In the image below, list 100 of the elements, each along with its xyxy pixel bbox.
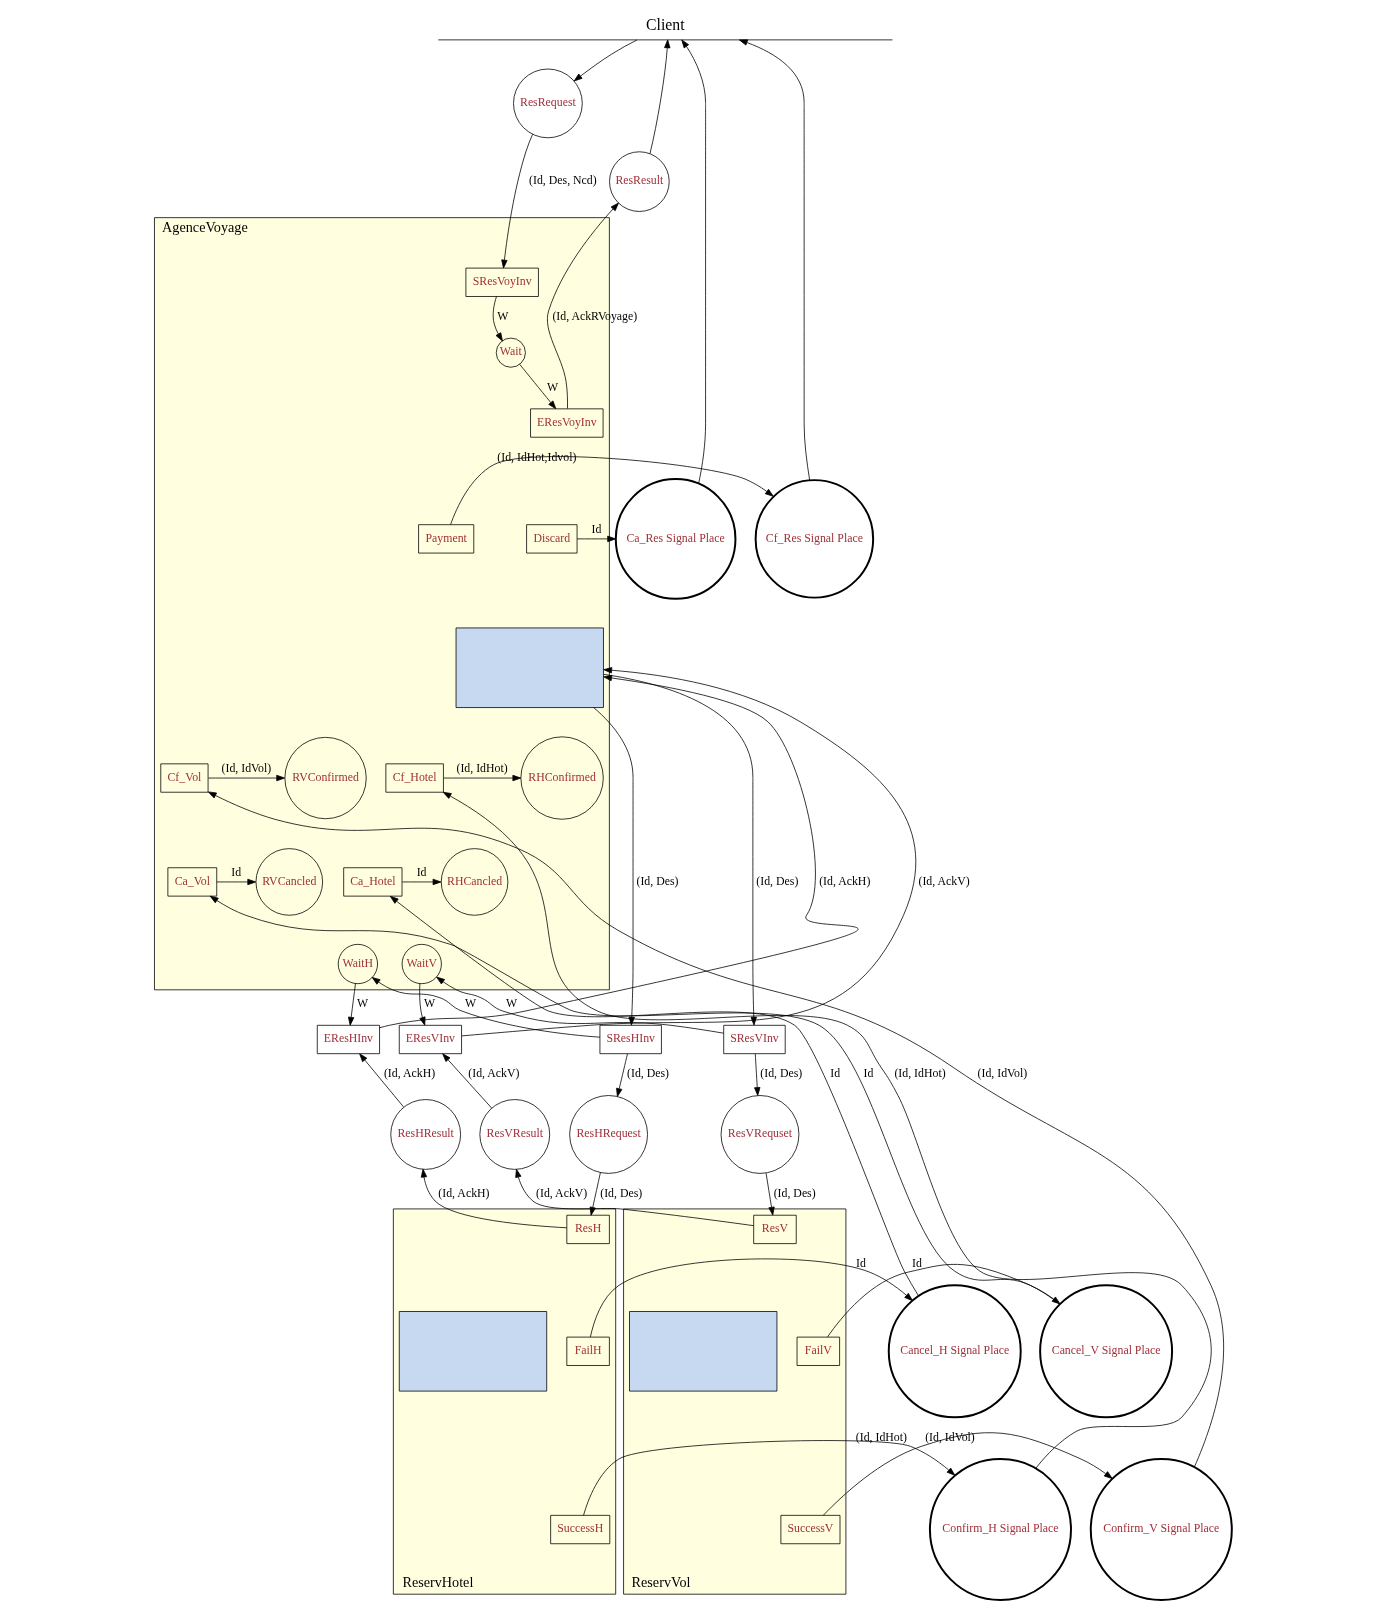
arrow	[649, 39, 671, 155]
node-circle: ResVResult	[479, 1099, 551, 1170]
node-box: Payment	[418, 524, 475, 554]
edge-label: (Id, Des)	[600, 1186, 643, 1201]
node-box: FailV	[796, 1336, 840, 1366]
edge-label: (Id, IdVol)	[925, 1429, 975, 1444]
node-circle: Cancel_V Signal Place	[1039, 1284, 1174, 1419]
arrow	[442, 1053, 493, 1109]
arrow	[492, 296, 503, 342]
arrow	[616, 1053, 628, 1097]
edge-label: Id	[231, 864, 242, 879]
arrow	[348, 983, 356, 1026]
edge-label: (Id, IdHot)	[855, 1429, 907, 1444]
edge-label: (Id, IdHot)	[456, 760, 508, 775]
edge-label: W	[465, 996, 477, 1011]
arrow	[827, 1264, 1061, 1338]
arrow	[589, 1172, 601, 1216]
arrow	[442, 791, 1212, 1469]
edge-label: (Id, AckH)	[819, 873, 871, 888]
arrow	[371, 977, 601, 1038]
arrow	[590, 1258, 913, 1338]
edge-label: (Id, AckV)	[468, 1066, 520, 1081]
edge-label: (Id, Des)	[773, 1186, 816, 1201]
arrow	[420, 1168, 568, 1229]
node-box: Cf_Vol	[160, 763, 209, 793]
node-box: SResHInv	[599, 1024, 662, 1055]
edge-label: (Id, Des)	[756, 873, 799, 888]
node-circle: Wait	[495, 337, 526, 368]
arrow	[207, 791, 1225, 1468]
edge-label: (Id, AckV)	[536, 1186, 588, 1201]
arrow	[739, 39, 811, 481]
arrow	[359, 1053, 404, 1108]
arrow	[576, 535, 616, 543]
node-box: SuccessV	[780, 1514, 841, 1545]
node-box: ResV	[753, 1214, 797, 1244]
edge-label: (Id, Des)	[760, 1066, 803, 1081]
arrow	[583, 1440, 956, 1516]
node-box: Ca_Vol	[167, 867, 218, 897]
edge-label: W	[506, 996, 518, 1011]
arrow	[209, 895, 1061, 1305]
node-circle: RHCancled	[440, 848, 509, 916]
edge-label: (Id, AckV)	[918, 873, 970, 888]
arrow	[216, 878, 257, 886]
node-circle: RVCancled	[255, 848, 323, 916]
edge-label: Id	[591, 521, 602, 536]
node-box: ResH	[566, 1214, 610, 1244]
edge-label: (Id, IdVol)	[977, 1066, 1028, 1081]
edge-label: (Id, IdVol)	[221, 760, 272, 775]
edge-label: W	[547, 379, 559, 394]
node-box: SResVInv	[723, 1024, 786, 1055]
arrow	[765, 1172, 775, 1216]
node-circle: WaitH	[337, 943, 378, 985]
node-box: SResVoyInv	[465, 267, 539, 297]
edge-label: (Id, Des)	[636, 873, 679, 888]
node-circle: WaitV	[401, 943, 442, 985]
edge-label: (Id, IdHot)	[894, 1066, 946, 1081]
node-circle: ResVRequset	[720, 1095, 800, 1174]
edge-label: W	[424, 996, 436, 1011]
edge-label: Id	[416, 864, 427, 879]
arrow	[501, 133, 533, 269]
arrow	[389, 895, 920, 1297]
edge-label: W	[357, 996, 369, 1011]
node-circle: RHConfirmed	[520, 736, 604, 820]
node-box	[455, 627, 604, 708]
node-box: Discard	[526, 524, 578, 554]
edge-label: Id	[911, 1256, 922, 1271]
node-circle: ResHRequest	[569, 1095, 648, 1174]
arrow	[519, 363, 557, 410]
node-circle: RVConfirmed	[284, 736, 367, 820]
node-box: Cf_Hotel	[385, 763, 444, 793]
edge-label: W	[497, 309, 509, 324]
arrow	[754, 1053, 761, 1096]
node-box	[398, 1311, 548, 1392]
node-box: EResHInv	[316, 1024, 380, 1055]
edge-label: (Id, AckH)	[383, 1066, 436, 1081]
edge-label: (Id, Des, Ncd)	[529, 173, 597, 188]
node-circle: Cancel_H Signal Place	[887, 1284, 1022, 1419]
node-box	[629, 1311, 778, 1392]
node-circle: Confirm_V Signal Place	[1089, 1458, 1233, 1602]
node-circle: Ca_Res Signal Place	[614, 478, 737, 600]
arrow	[419, 983, 426, 1026]
arrow	[461, 667, 916, 1037]
node-box: EResVInv	[398, 1024, 462, 1055]
node-box: EResVoyInv	[530, 408, 604, 438]
edge-label: Id	[830, 1066, 841, 1081]
node-box: SuccessH	[550, 1514, 611, 1545]
arrow	[681, 39, 706, 484]
arrow	[401, 878, 442, 886]
arrow	[573, 39, 638, 82]
node-circle: ResHResult	[390, 1099, 461, 1170]
edge-label: (Id, Des)	[627, 1066, 670, 1081]
arrow	[436, 976, 724, 1034]
arrow	[823, 1432, 1113, 1516]
arrow	[515, 1168, 754, 1227]
node-circle: Confirm_H Signal Place	[928, 1458, 1072, 1602]
edge-label: (Id, AckH)	[438, 1186, 490, 1201]
arrow	[547, 202, 619, 409]
node-box: Ca_Hotel	[343, 867, 403, 897]
edge-label: Id	[855, 1256, 866, 1271]
arrow	[443, 774, 522, 782]
